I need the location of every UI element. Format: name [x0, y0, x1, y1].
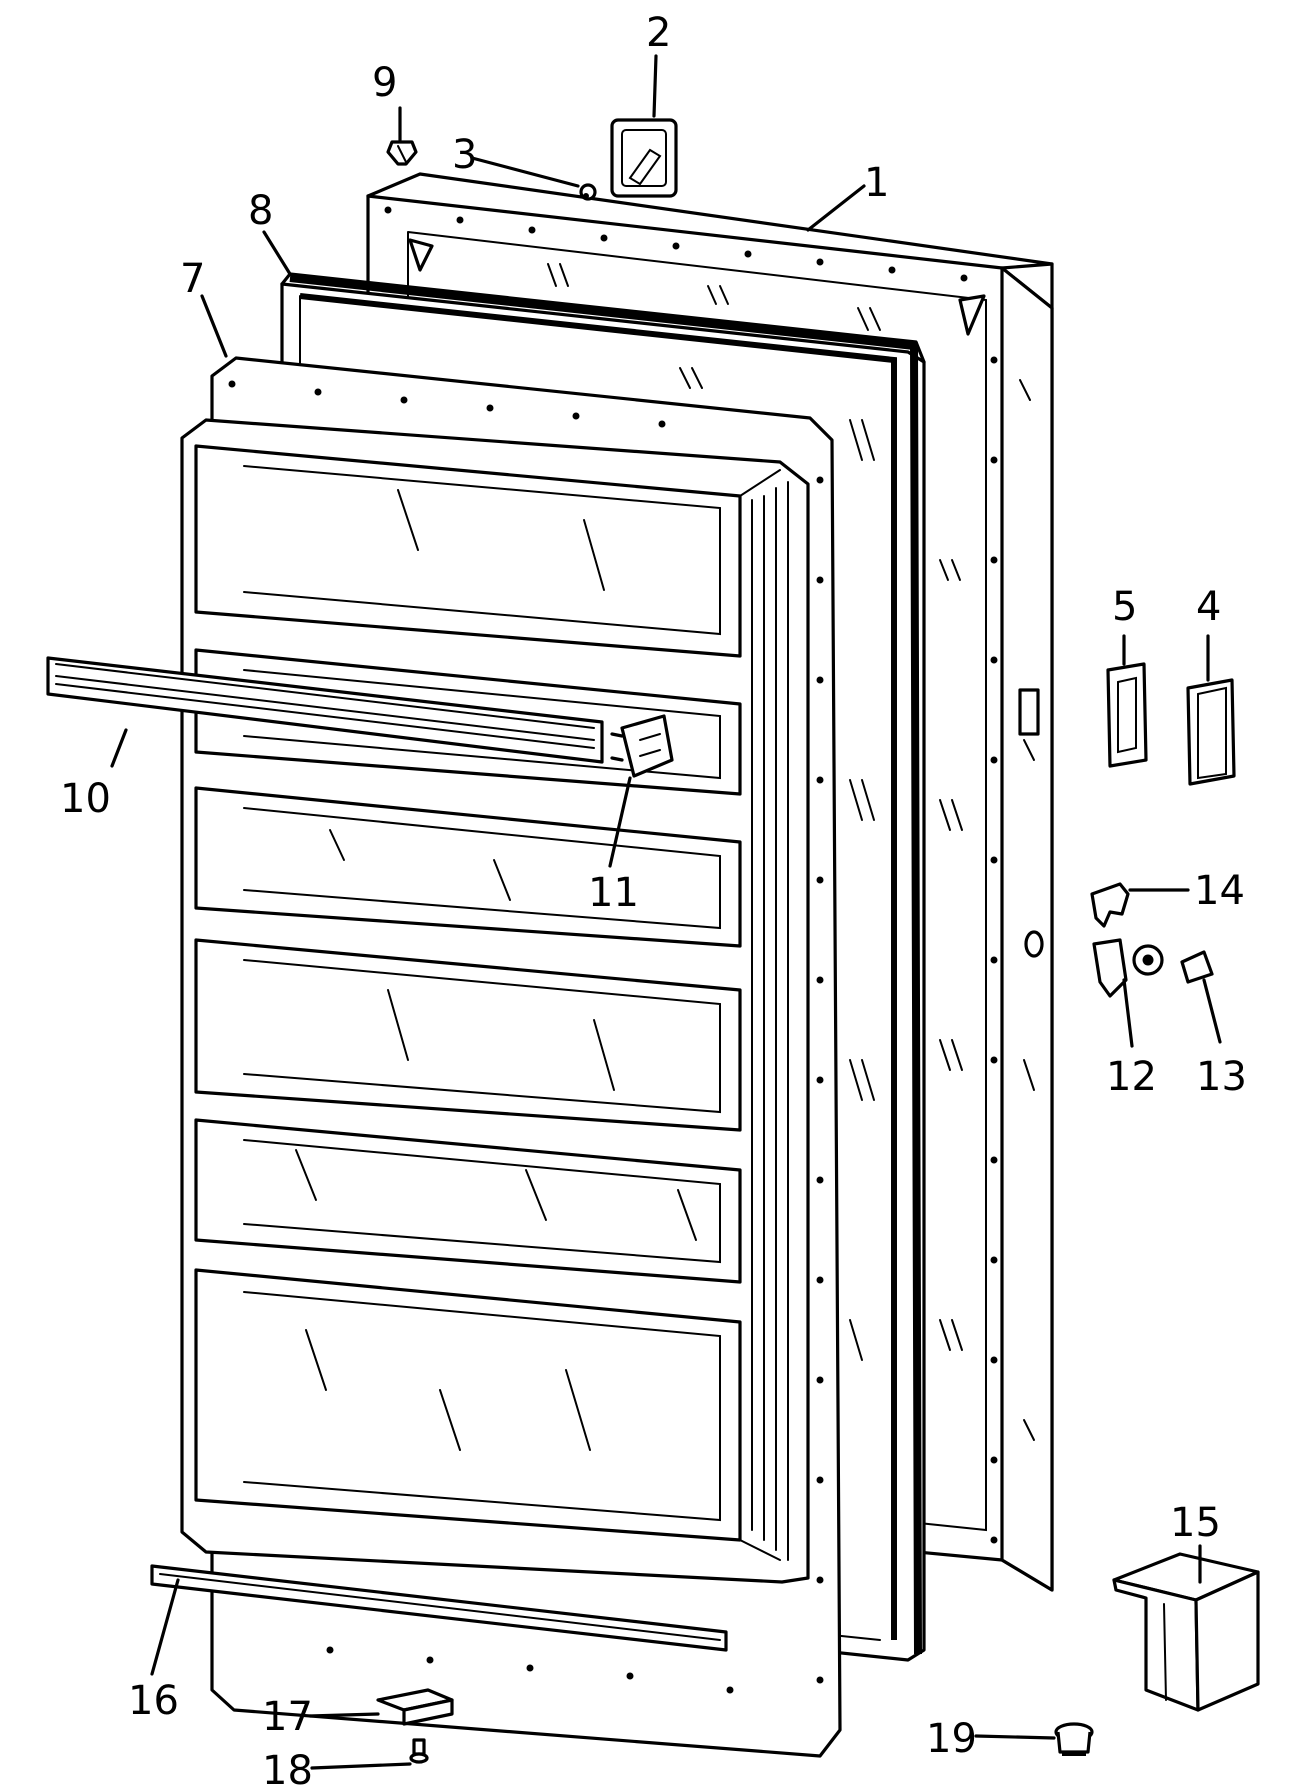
callout-2: 2: [646, 10, 671, 56]
rail-end-clip: [610, 714, 674, 778]
plug-16: [1054, 1722, 1094, 1756]
leader-lines: [110, 54, 1222, 1770]
inner-door-liner: [180, 356, 842, 1758]
callout-12: 12: [1106, 1054, 1157, 1100]
callout-11: 11: [588, 870, 639, 916]
callout-18: 17: [262, 1694, 313, 1740]
latch-cam: [1092, 938, 1164, 998]
hinge-cover: [1112, 1552, 1260, 1712]
callout-4: 4: [1196, 584, 1221, 630]
latch-strike: [1090, 882, 1130, 928]
callout-7: 7: [180, 256, 205, 302]
handle-insert: [1186, 678, 1236, 786]
callout-3: 3: [452, 132, 477, 178]
handle-cup: [610, 118, 678, 198]
callouts: 2 9 3 1 8 7 5 4 10 11 14 12 13 15 16 17 …: [60, 10, 1247, 1792]
bottom-trim-strip: [150, 1564, 728, 1652]
callout-1: 1: [864, 160, 889, 206]
callout-14: 14: [1194, 868, 1245, 914]
callout-19: 18: [262, 1748, 313, 1792]
callout-16: 19: [926, 1716, 977, 1762]
callout-9: 9: [372, 60, 397, 106]
callout-17: 16: [128, 1678, 179, 1724]
callout-5: 5: [1112, 584, 1137, 630]
shelf-rail: [46, 656, 604, 764]
screw-3: [579, 183, 597, 201]
bracket-18: [376, 1688, 454, 1726]
plug-button: [386, 140, 418, 166]
latch-wedge: [1180, 950, 1214, 984]
callout-8: 8: [248, 188, 273, 234]
screw-19: [409, 1738, 429, 1764]
callout-10: 10: [60, 776, 111, 822]
callout-13: 13: [1196, 1054, 1247, 1100]
escutcheon-frame: [1106, 662, 1148, 768]
callout-15: 15: [1170, 1500, 1221, 1546]
